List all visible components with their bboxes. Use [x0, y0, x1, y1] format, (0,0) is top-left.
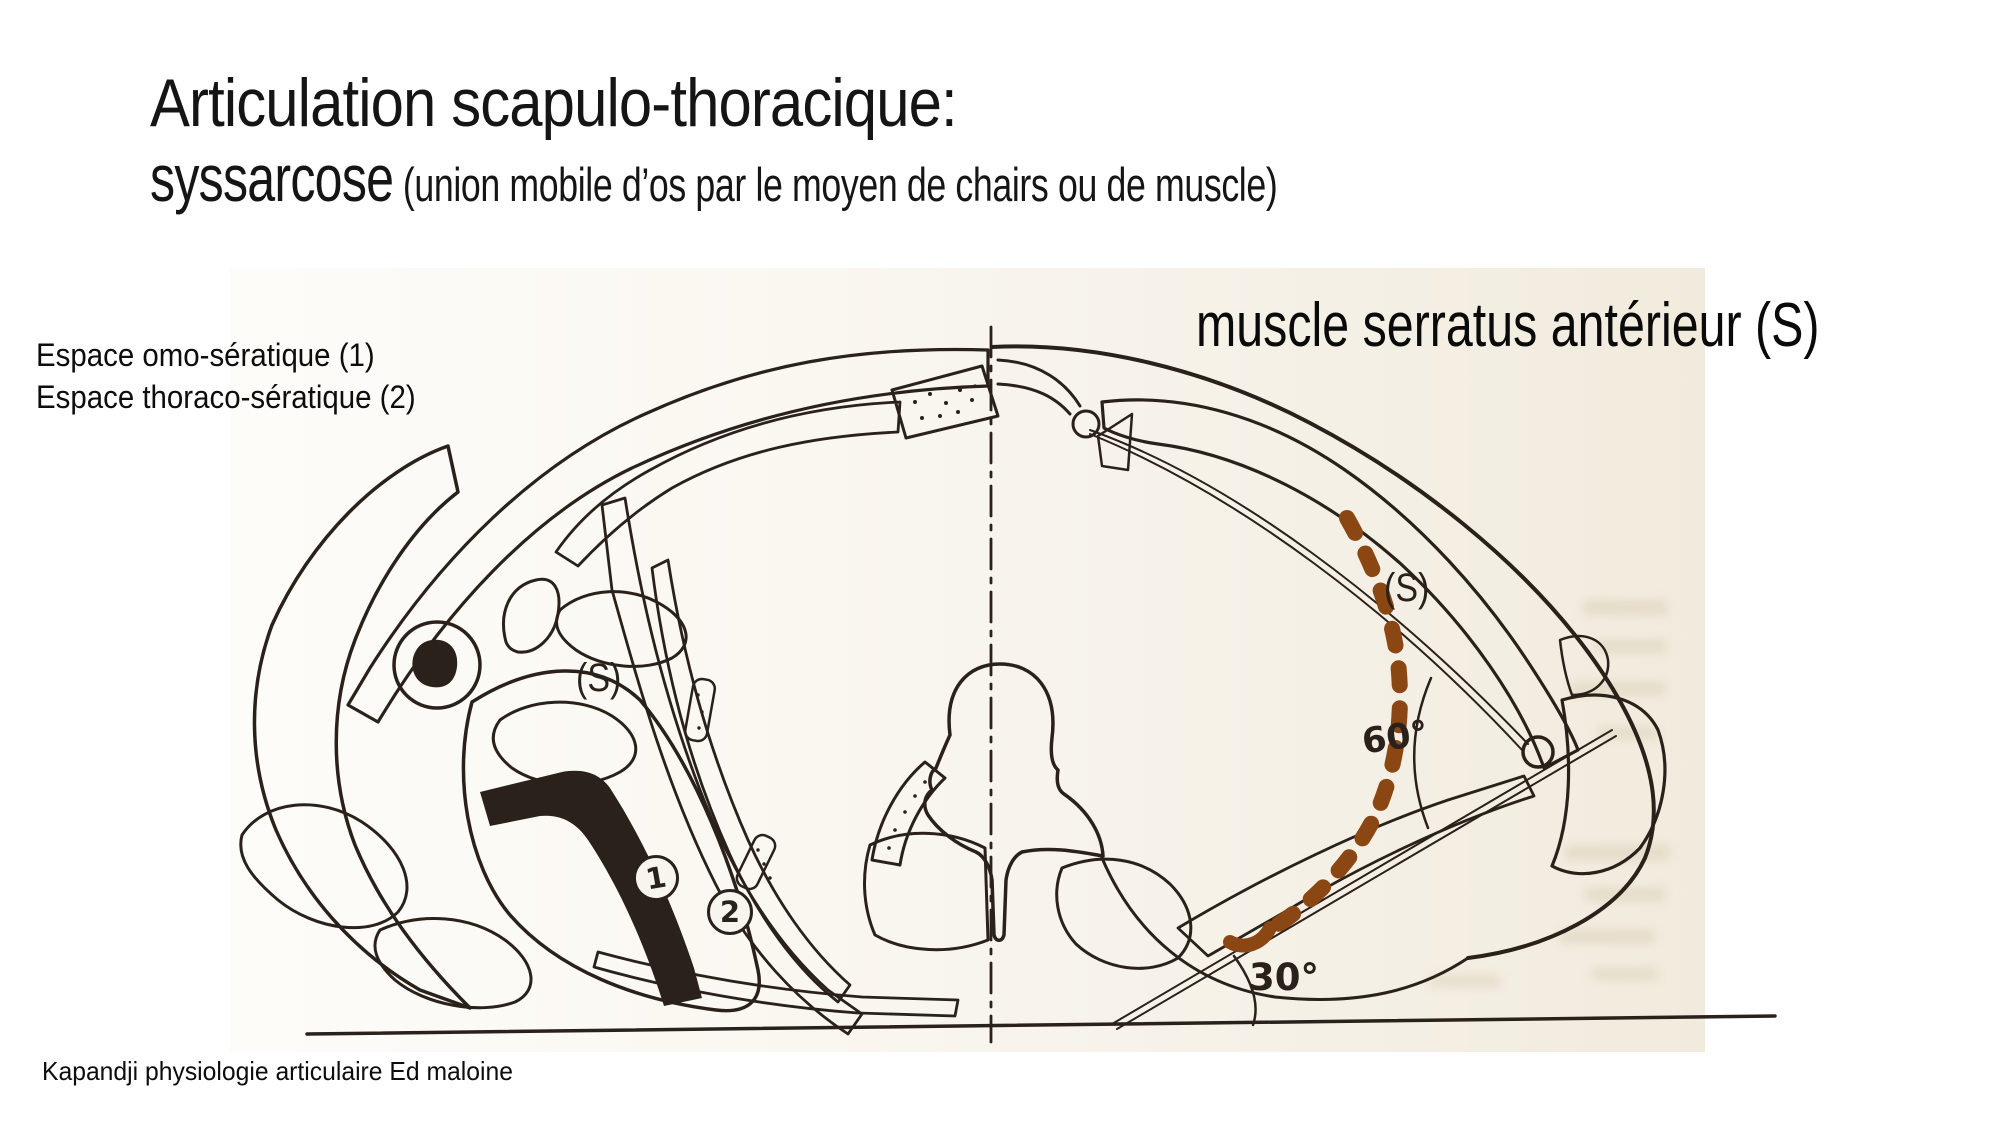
serratus-band-left [600, 496, 864, 1036]
supra-glenoid-hatch [1558, 634, 1610, 697]
rib-bone-core [683, 677, 777, 891]
clavicle-line [996, 382, 1072, 416]
dark-muscle-band [480, 770, 702, 1006]
teres-leaf [491, 700, 638, 786]
scan-photo [230, 268, 1705, 1052]
slide-title-text: Articulation scapulo-thoracique: [150, 65, 958, 141]
inner-rib-band [554, 400, 902, 568]
angle-arc-30 [1232, 954, 1257, 1027]
angle-arc-60 [1412, 676, 1433, 830]
deltoid-crescent [252, 444, 472, 1010]
vertebra [923, 662, 1105, 942]
pectoral-leaf [239, 803, 409, 930]
sternum-stipple [913, 384, 977, 420]
glenoid-marker [1521, 735, 1555, 769]
paravertebral-mass [1055, 857, 1193, 970]
upper-leaf [555, 590, 688, 668]
coracoid-tip [1071, 409, 1101, 439]
saddle-contour [1100, 856, 1470, 1001]
chest-wall-band [346, 347, 990, 724]
muscle-serratus-heading: muscle serratus antérieur (S) [1196, 291, 1820, 360]
clavicle-line [996, 358, 1082, 408]
humeral-head-core [412, 639, 458, 688]
body-contour-right [990, 344, 1656, 960]
credit-caption: Kapandji physiologie articulaire Ed malo… [42, 1056, 513, 1086]
serratus-highlight-dashed [1254, 510, 1408, 943]
infraspinatus-mass [1550, 693, 1667, 876]
subtitle-definition: (union mobile d’os par le moyen de chair… [393, 158, 1278, 211]
posterior-rib [870, 760, 947, 867]
slide-title: Articulation scapulo-thoracique: [150, 64, 1067, 142]
serratus-highlight-hook [1223, 921, 1277, 953]
bottom-rib-sliver [592, 950, 960, 1018]
serratus-direction-line [1089, 429, 1529, 751]
erector-mass [863, 831, 990, 952]
serratus-s-label-right: (S) [1384, 566, 1430, 610]
angle-30-label: 30° [1249, 956, 1319, 999]
subscapular-mass [461, 669, 761, 1013]
serratus-s-label-left: (S) [576, 656, 622, 700]
sternum-section [890, 364, 1000, 440]
coracoid-wedge [1096, 412, 1134, 472]
subtitle-term: syssarcose [150, 141, 394, 215]
figure-baseline [305, 1014, 1777, 1036]
espace-omo-label: Espace omo-sératique (1) [36, 337, 375, 373]
marker-2-badge: 2 [707, 889, 753, 935]
scapular-axis-line [1111, 729, 1617, 1030]
espace-labels: Espace omo-sératique (1) Espace thoraco-… [36, 334, 449, 418]
pectoral-leaf [373, 917, 533, 1010]
espace-thoraco-label: Espace thoraco-sératique (2) [36, 379, 416, 415]
slide-subtitle: syssarcose (union mobile d’os par le moy… [150, 140, 1633, 216]
humeral-head [392, 620, 482, 710]
rib-stipple [887, 780, 927, 850]
bone-stipple [696, 693, 772, 880]
